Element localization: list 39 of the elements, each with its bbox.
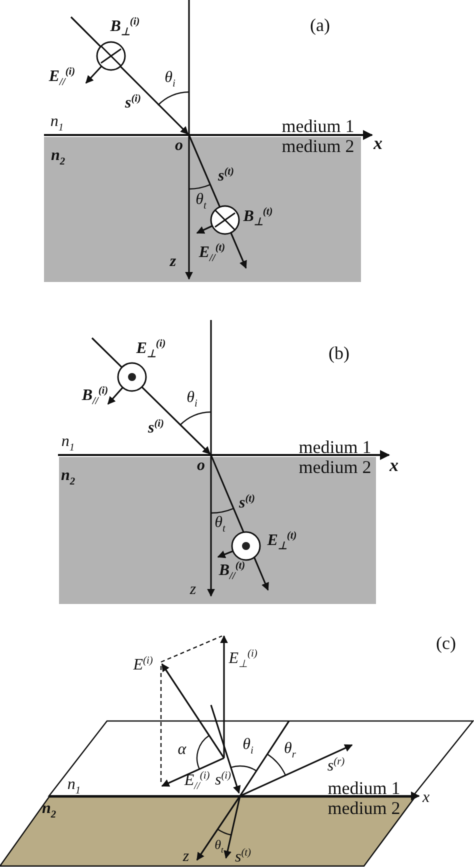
medium-label: medium 1 [298,438,372,456]
section-label: (a) [310,16,330,34]
angle-label: θ$_{i}$ [242,737,254,757]
index-label: n$_{2}$ [50,148,66,168]
vector-label: s$^{(t)}$ [218,167,234,185]
vector-label: E$^{(i)}$ [133,656,153,674]
angle-label: α [178,742,186,758]
vector-label: s$^{(i)}$ [124,94,142,112]
angle-label: θ$_{t}$ [214,515,226,535]
vector-label: s$^{(r)}$ [327,757,345,775]
angle-label: θ$_{i}$ [164,70,176,90]
medium-label: medium 1 [282,117,354,135]
section-label: (b) [328,344,350,362]
index-label: n$_{1}$ [50,114,64,134]
index-label: n$_{2}$ [42,801,56,821]
angle-label: θ$_{i}$ [186,390,198,410]
angle-label: θ$_{t}$ [214,838,224,854]
vector-label: s$^{(i)}$ [214,771,232,789]
axis-label: z [190,582,196,598]
angle-label: θ$_{r}$ [284,741,296,761]
axis-label: x [390,456,398,474]
axis-label: z [170,254,176,270]
axis-label: z [182,849,190,865]
section-label: (c) [436,634,456,652]
vector-label: s$^{(i)}$ [148,419,164,437]
index-label: n$_{2}$ [60,468,76,488]
medium-label: medium 2 [282,137,354,155]
index-label: n$_{1}$ [61,434,75,454]
vector-label: s$^{(t)}$ [238,494,256,512]
angle-label: θ$_{t}$ [196,192,206,212]
origin-label: o [175,138,183,154]
vector-label: s$^{(t)}$ [234,848,252,866]
index-label: n$_{1}$ [67,777,81,797]
medium-label: medium 1 [328,779,400,797]
axis-label: x [374,134,382,152]
origin-label: o [197,458,205,474]
medium-label: medium 2 [328,799,400,817]
axis-label: x [422,790,430,806]
medium-label: medium 2 [298,458,372,476]
